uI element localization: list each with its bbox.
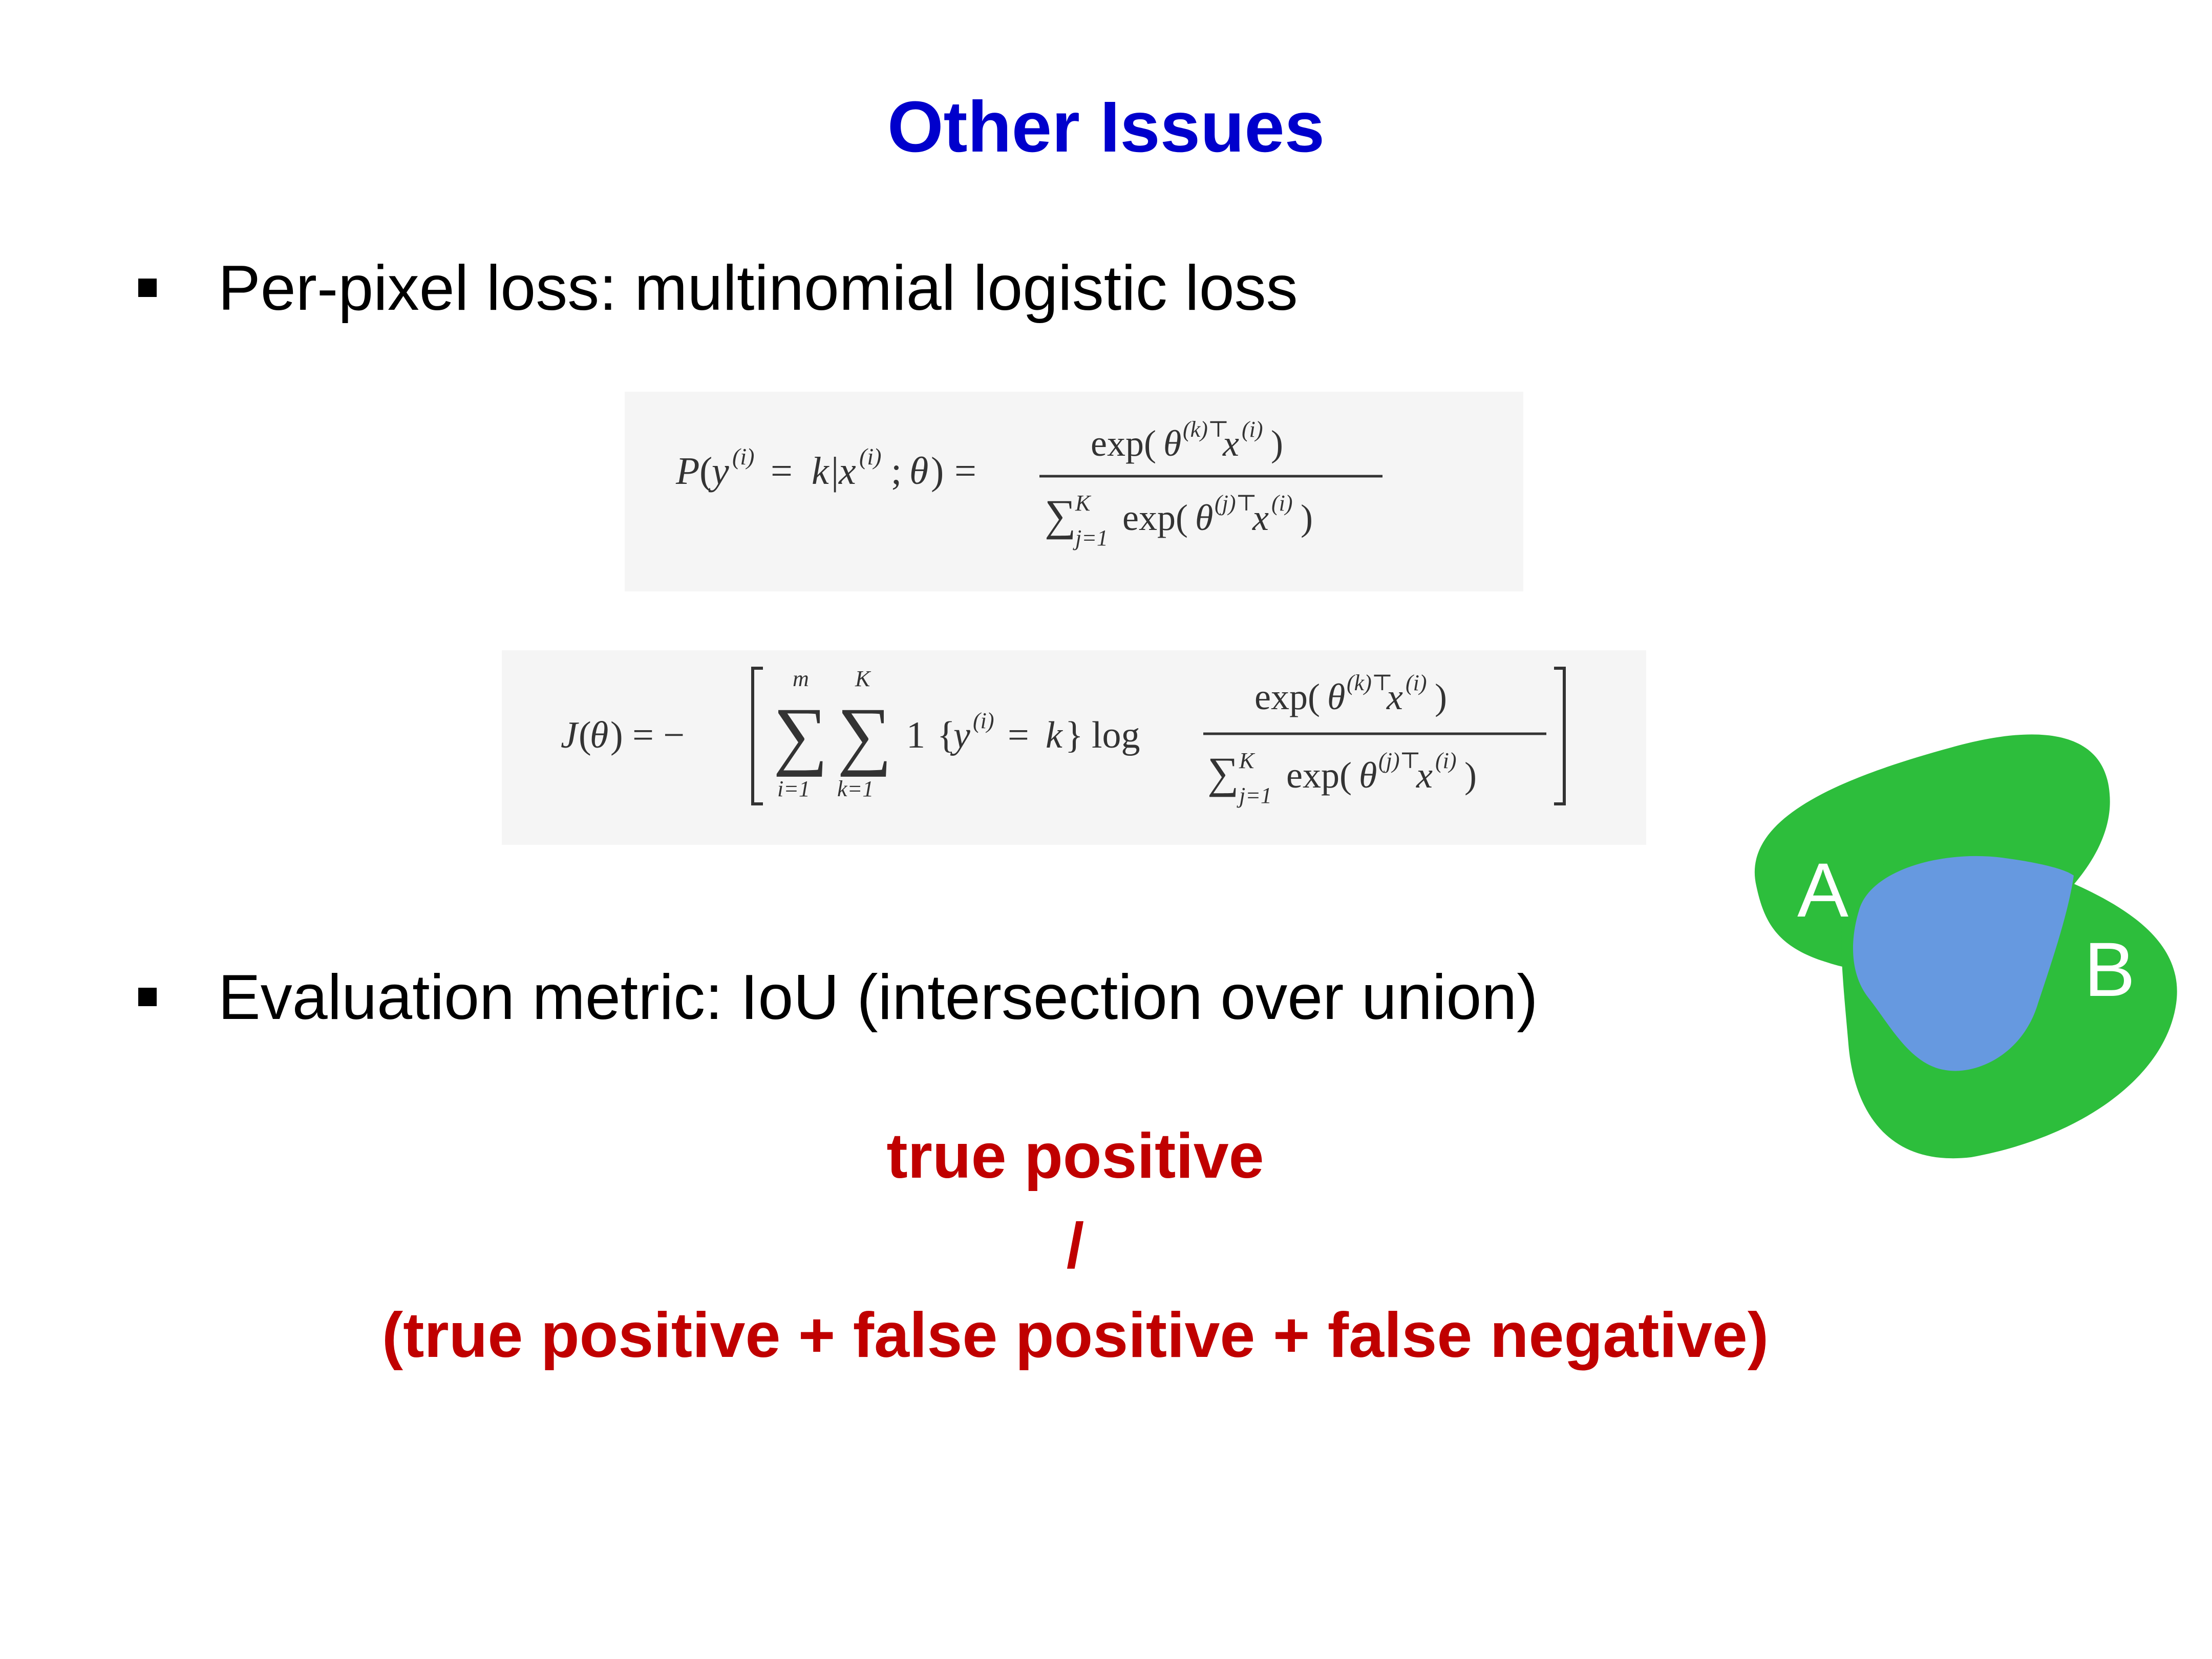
svg-text:=: = (954, 450, 976, 493)
svg-text:=: = (771, 450, 793, 493)
svg-text:θ: θ (1359, 755, 1377, 796)
equation-cross-entropy: J ( θ ) = − m ∑ i=1 K ∑ k=1 1 { y (i) = (502, 650, 1646, 845)
svg-text:exp(: exp( (1254, 676, 1320, 717)
svg-text:∑: ∑ (1045, 491, 1076, 540)
svg-text:K: K (1239, 748, 1256, 773)
svg-text:∑: ∑ (1207, 748, 1239, 797)
svg-text:(i): (i) (1406, 670, 1427, 695)
svg-text:): ) (1271, 423, 1283, 464)
slide-title: Other Issues (887, 86, 1325, 167)
svg-text:=: = (1008, 714, 1029, 756)
svg-text:J: J (561, 714, 579, 756)
svg-text:): ) (1435, 676, 1447, 717)
equation-softmax: P ( y (i) = k | x (i) ; θ ) = exp( θ (k)… (625, 392, 1523, 591)
svg-text:): ) (1464, 755, 1477, 796)
bullet-square-icon (138, 988, 157, 1007)
svg-text:P: P (675, 450, 699, 493)
svg-text:(: ( (579, 714, 591, 756)
iou-numerator: true positive (886, 1121, 1264, 1192)
svg-text:(i): (i) (732, 443, 754, 470)
bullet-text: Per-pixel loss: multinomial logistic los… (218, 253, 1298, 324)
svg-text:θ: θ (1327, 676, 1345, 717)
svg-text:m: m (793, 666, 809, 691)
bullet-text: Evaluation metric: IoU (intersection ove… (218, 962, 1538, 1033)
iou-divider: / (1066, 1210, 1084, 1281)
svg-text:): ) (931, 450, 944, 493)
svg-text:1: 1 (906, 714, 925, 756)
svg-text:) = −: ) = − (610, 714, 685, 756)
svg-text:|: | (831, 450, 839, 493)
svg-text:x: x (1252, 497, 1269, 538)
svg-text:(j)⊤: (j)⊤ (1378, 748, 1421, 773)
svg-text:θ: θ (1195, 497, 1213, 538)
svg-text:x: x (838, 450, 856, 493)
bullet-square-icon (138, 279, 157, 297)
svg-text:(: ( (699, 450, 712, 493)
iou-venn-diagram: A B (1736, 717, 2197, 1167)
svg-text:k: k (1046, 714, 1063, 756)
svg-text:x: x (1416, 755, 1433, 796)
svg-text:i=1: i=1 (777, 776, 810, 801)
svg-text:K: K (1075, 491, 1092, 516)
svg-text:(i): (i) (1271, 491, 1293, 516)
svg-text:x: x (1386, 676, 1403, 717)
svg-text:j=1: j=1 (1237, 783, 1272, 808)
bullet-evaluation-metric: Evaluation metric: IoU (intersection ove… (138, 963, 1538, 1032)
svg-text:): ) (1301, 497, 1313, 538)
svg-text:(i): (i) (1435, 748, 1457, 773)
svg-text:exp(: exp( (1286, 755, 1352, 796)
svg-text:(i): (i) (973, 708, 994, 733)
label-a: A (1797, 847, 1848, 933)
svg-text:θ: θ (1163, 423, 1181, 464)
svg-text:k=1: k=1 (837, 776, 874, 801)
svg-text:{: { (937, 714, 955, 756)
svg-text:j=1: j=1 (1073, 525, 1108, 550)
svg-text:θ: θ (909, 450, 928, 493)
svg-text:}: } (1065, 714, 1083, 756)
svg-text:y: y (708, 450, 729, 493)
svg-text:(i): (i) (859, 443, 881, 470)
bullet-per-pixel-loss: Per-pixel loss: multinomial logistic los… (138, 253, 1298, 323)
svg-text:log: log (1092, 714, 1140, 756)
svg-text:(j)⊤: (j)⊤ (1215, 491, 1257, 516)
svg-text:k: k (812, 450, 830, 493)
svg-text:x: x (1222, 423, 1239, 464)
svg-text:(k)⊤: (k)⊤ (1183, 417, 1229, 442)
svg-text:y: y (950, 714, 970, 756)
region-intersection (1853, 856, 2074, 1071)
svg-text:θ: θ (590, 714, 608, 756)
svg-text:(i): (i) (1242, 417, 1263, 442)
svg-text:K: K (855, 666, 871, 691)
svg-text:exp(: exp( (1091, 423, 1156, 464)
svg-text:exp(: exp( (1122, 497, 1188, 538)
svg-text:∑: ∑ (773, 692, 828, 777)
svg-text:;: ; (891, 450, 902, 493)
svg-text:∑: ∑ (837, 692, 892, 777)
iou-denominator: (true positive + false positive + false … (381, 1300, 1769, 1371)
label-b: B (2084, 926, 2135, 1012)
svg-text:(k)⊤: (k)⊤ (1347, 670, 1393, 695)
